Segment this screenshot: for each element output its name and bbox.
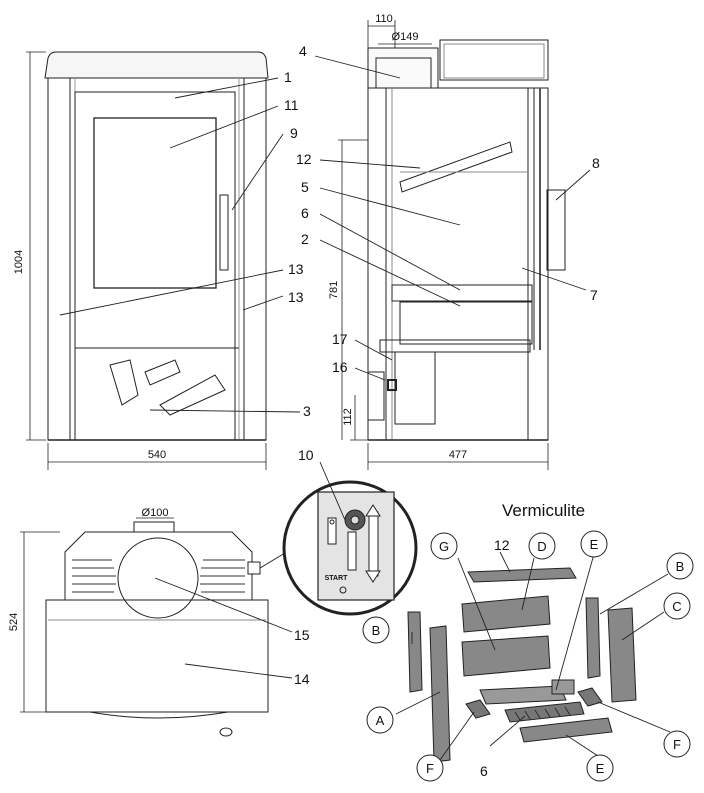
front-width-dimension: 540 bbox=[148, 449, 166, 461]
front-label-13-a: 13 bbox=[288, 261, 304, 277]
flue-outlet bbox=[117, 537, 199, 619]
callout-circles bbox=[362, 530, 694, 782]
side-label-16: 16 bbox=[332, 359, 348, 375]
detail-start-text: START bbox=[325, 575, 349, 582]
front-label-11: 11 bbox=[284, 97, 299, 113]
front-label-9: 9 bbox=[290, 125, 298, 141]
vermiculite-label-12: 12 bbox=[494, 537, 510, 553]
part-label-g: G bbox=[439, 539, 449, 554]
front-label-13-b: 13 bbox=[288, 289, 304, 305]
side-label-5: 5 bbox=[301, 179, 309, 195]
door-handle bbox=[219, 194, 229, 271]
part-label-e-top: E bbox=[590, 537, 599, 552]
part-label-b-right: B bbox=[676, 559, 685, 574]
side-label-2: 2 bbox=[301, 231, 309, 247]
stove-body-front bbox=[47, 77, 267, 441]
front-label-1: 1 bbox=[284, 69, 292, 85]
leader-lines bbox=[59, 55, 671, 761]
side-height-112: 112 bbox=[342, 408, 354, 426]
side-label-6: 6 bbox=[301, 205, 309, 221]
detail-label-10: 10 bbox=[298, 447, 314, 463]
vermiculite-title: Vermiculite bbox=[502, 501, 585, 520]
door-frame bbox=[74, 91, 236, 349]
front-label-3: 3 bbox=[303, 403, 311, 419]
stove-top-cap bbox=[44, 51, 269, 79]
control-detail bbox=[259, 480, 418, 616]
side-label-4: 4 bbox=[299, 43, 307, 59]
part-label-d: D bbox=[537, 539, 546, 554]
side-dimensions bbox=[338, 20, 549, 470]
front-height-dimension: 1004 bbox=[13, 250, 25, 274]
part-label-c: C bbox=[672, 599, 681, 614]
side-label-17: 17 bbox=[332, 331, 348, 347]
side-label-7: 7 bbox=[590, 287, 598, 303]
side-top-offset-dimension: 110 bbox=[375, 13, 393, 25]
part-label-b-left: B bbox=[372, 623, 381, 638]
side-label-8: 8 bbox=[592, 155, 600, 171]
part-label-f-right: F bbox=[673, 737, 681, 752]
side-label-12: 12 bbox=[296, 151, 312, 167]
top-view bbox=[45, 521, 269, 737]
vermiculite-label-6: 6 bbox=[480, 763, 488, 779]
part-label-e-bottom: E bbox=[596, 761, 605, 776]
top-depth-dimension: 524 bbox=[8, 613, 20, 631]
door-glass bbox=[93, 117, 217, 289]
side-depth-dimension: 477 bbox=[449, 449, 467, 461]
part-label-f-left: F bbox=[426, 761, 434, 776]
top-dimensions bbox=[20, 517, 174, 713]
side-flue-diameter: Ø149 bbox=[392, 31, 419, 43]
top-label-14: 14 bbox=[294, 671, 310, 687]
wood-storage bbox=[74, 347, 236, 441]
side-view bbox=[367, 39, 566, 441]
top-flue-diameter: Ø100 bbox=[142, 507, 169, 519]
front-view bbox=[44, 51, 269, 441]
front-dimensions bbox=[26, 51, 267, 470]
vermiculite-parts bbox=[407, 567, 637, 763]
side-height-781: 781 bbox=[328, 281, 340, 299]
part-label-a: A bbox=[376, 713, 385, 728]
top-label-15: 15 bbox=[294, 627, 310, 643]
